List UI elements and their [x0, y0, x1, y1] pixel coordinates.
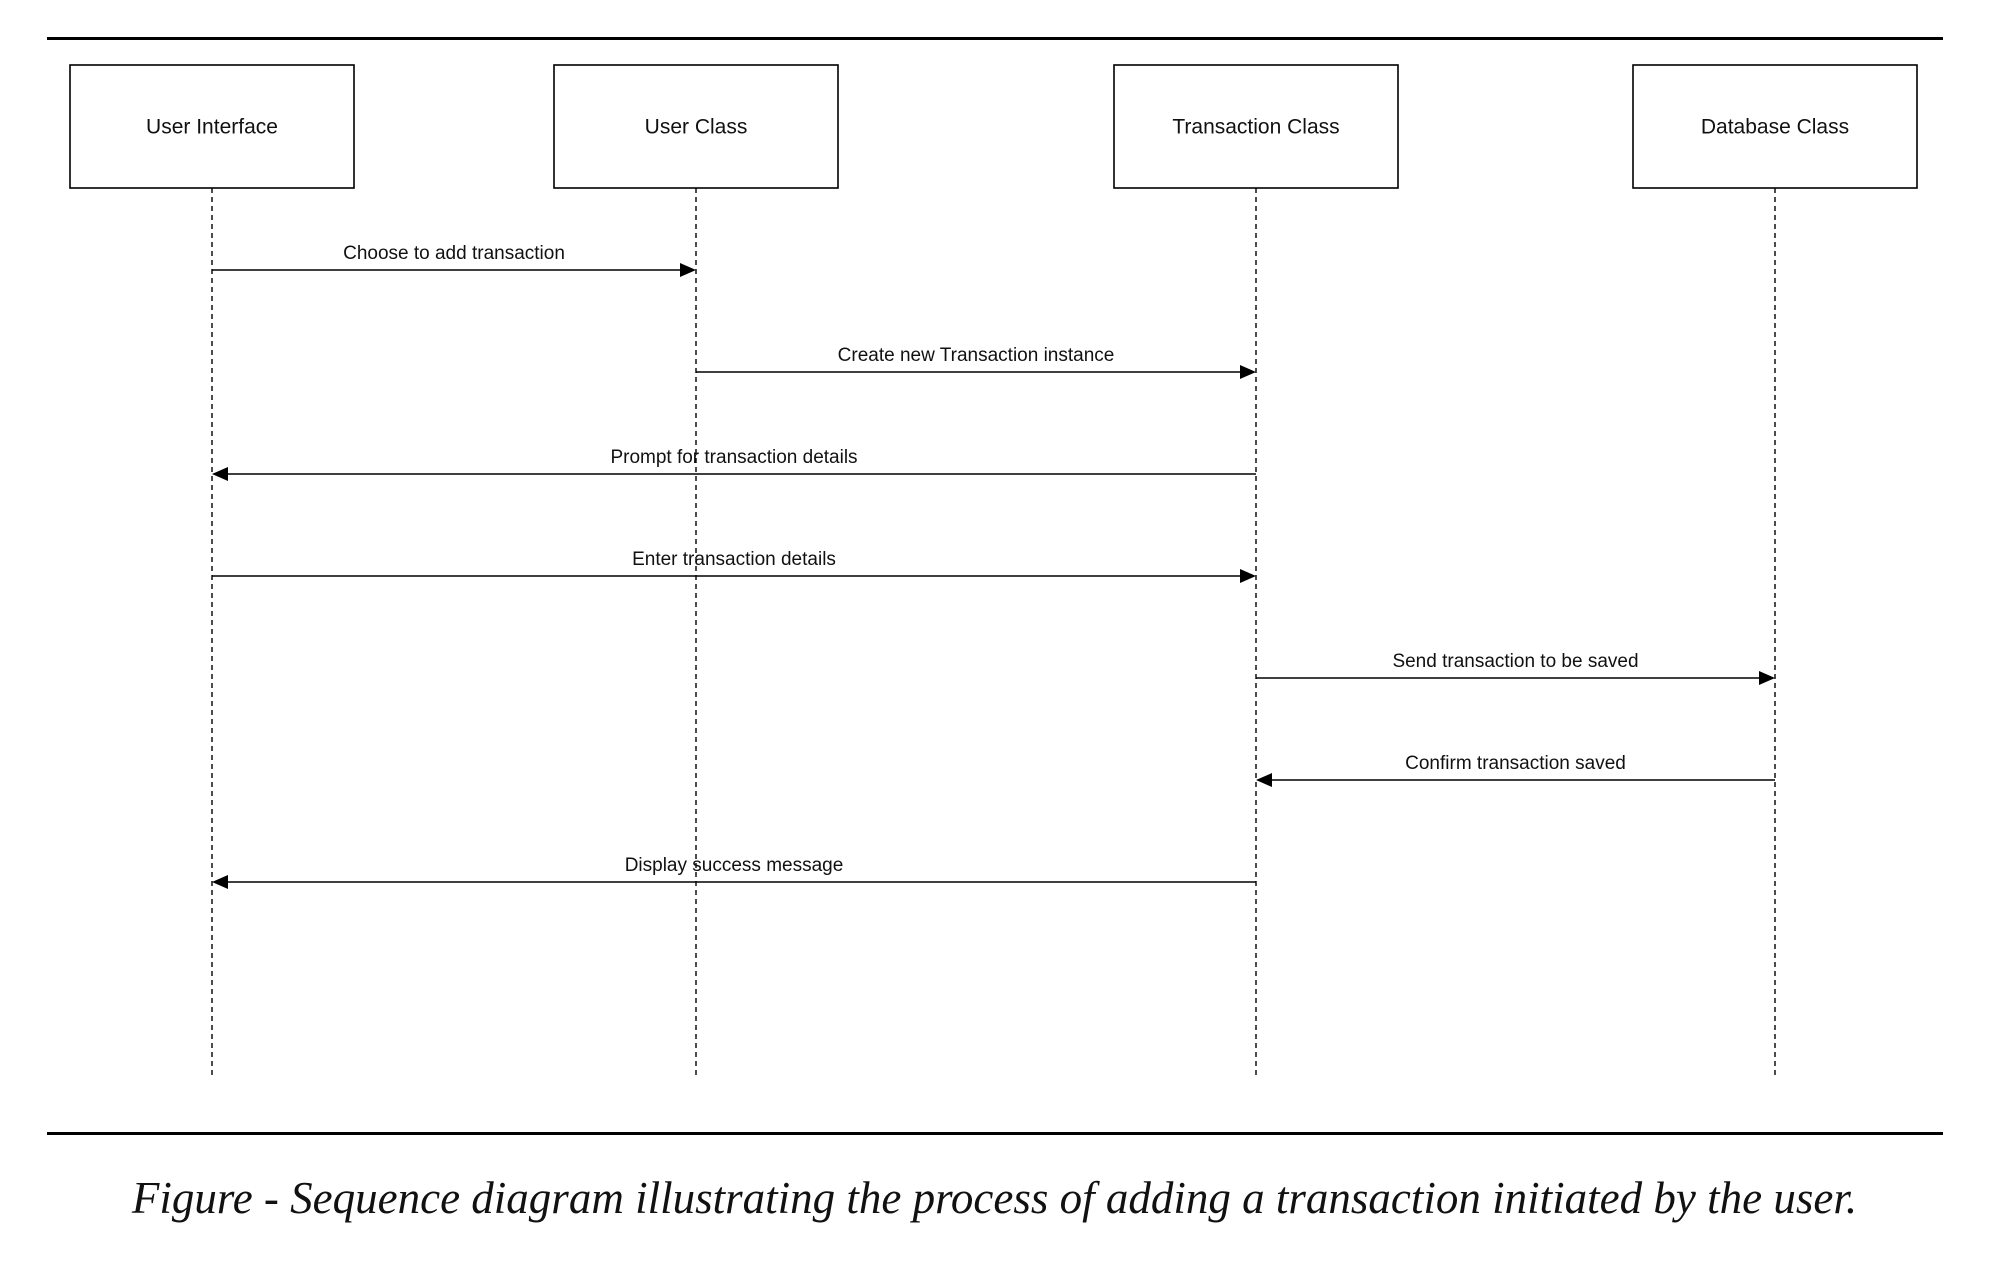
top-rule	[47, 37, 1943, 40]
message-label: Prompt for transaction details	[610, 447, 857, 468]
participant-db: Database Class	[1632, 64, 1918, 189]
participant-box	[69, 64, 355, 189]
participant-txn: Transaction Class	[1113, 64, 1399, 189]
message-label: Display success message	[625, 855, 844, 876]
participant-ui: User Interface	[69, 64, 355, 189]
message-label: Confirm transaction saved	[1405, 753, 1626, 774]
bottom-rule	[47, 1132, 1943, 1135]
arrowhead	[212, 875, 228, 889]
participants: User Interface User Class Transaction Clas…	[69, 64, 1918, 189]
figure-caption: Figure - Sequence diagram illustrating t…	[131, 1173, 1858, 1223]
sequence-diagram: User Interface User Class Transaction Clas…	[69, 64, 1918, 1078]
participant-label: User Interface	[146, 116, 278, 139]
arrowhead	[1240, 569, 1256, 583]
message-4: Enter transaction details	[212, 549, 1256, 583]
message-label: Enter transaction details	[632, 549, 836, 570]
message-5: Send transaction to be saved	[1256, 651, 1775, 685]
arrowhead	[680, 263, 696, 277]
message-2: Create new Transaction instance	[696, 345, 1256, 379]
message-7: Display success message	[212, 855, 1256, 889]
participant-box	[553, 64, 839, 189]
participant-user: User Class	[553, 64, 839, 189]
message-label: Create new Transaction instance	[838, 345, 1115, 366]
participant-box	[1632, 64, 1918, 189]
lifelines	[211, 188, 1776, 1078]
arrowhead	[1256, 773, 1272, 787]
participant-label: Transaction Class	[1172, 116, 1339, 139]
participant-label: Database Class	[1701, 116, 1849, 139]
arrowhead	[212, 467, 228, 481]
participant-label: User Class	[645, 116, 748, 139]
arrowhead	[1759, 671, 1775, 685]
participant-box	[1113, 64, 1399, 189]
message-label: Choose to add transaction	[343, 243, 565, 264]
message-6: Confirm transaction saved	[1256, 753, 1775, 787]
message-label: Send transaction to be saved	[1392, 651, 1638, 672]
message-1: Choose to add transaction	[212, 243, 696, 277]
message-3: Prompt for transaction details	[212, 447, 1256, 481]
arrowhead	[1240, 365, 1256, 379]
